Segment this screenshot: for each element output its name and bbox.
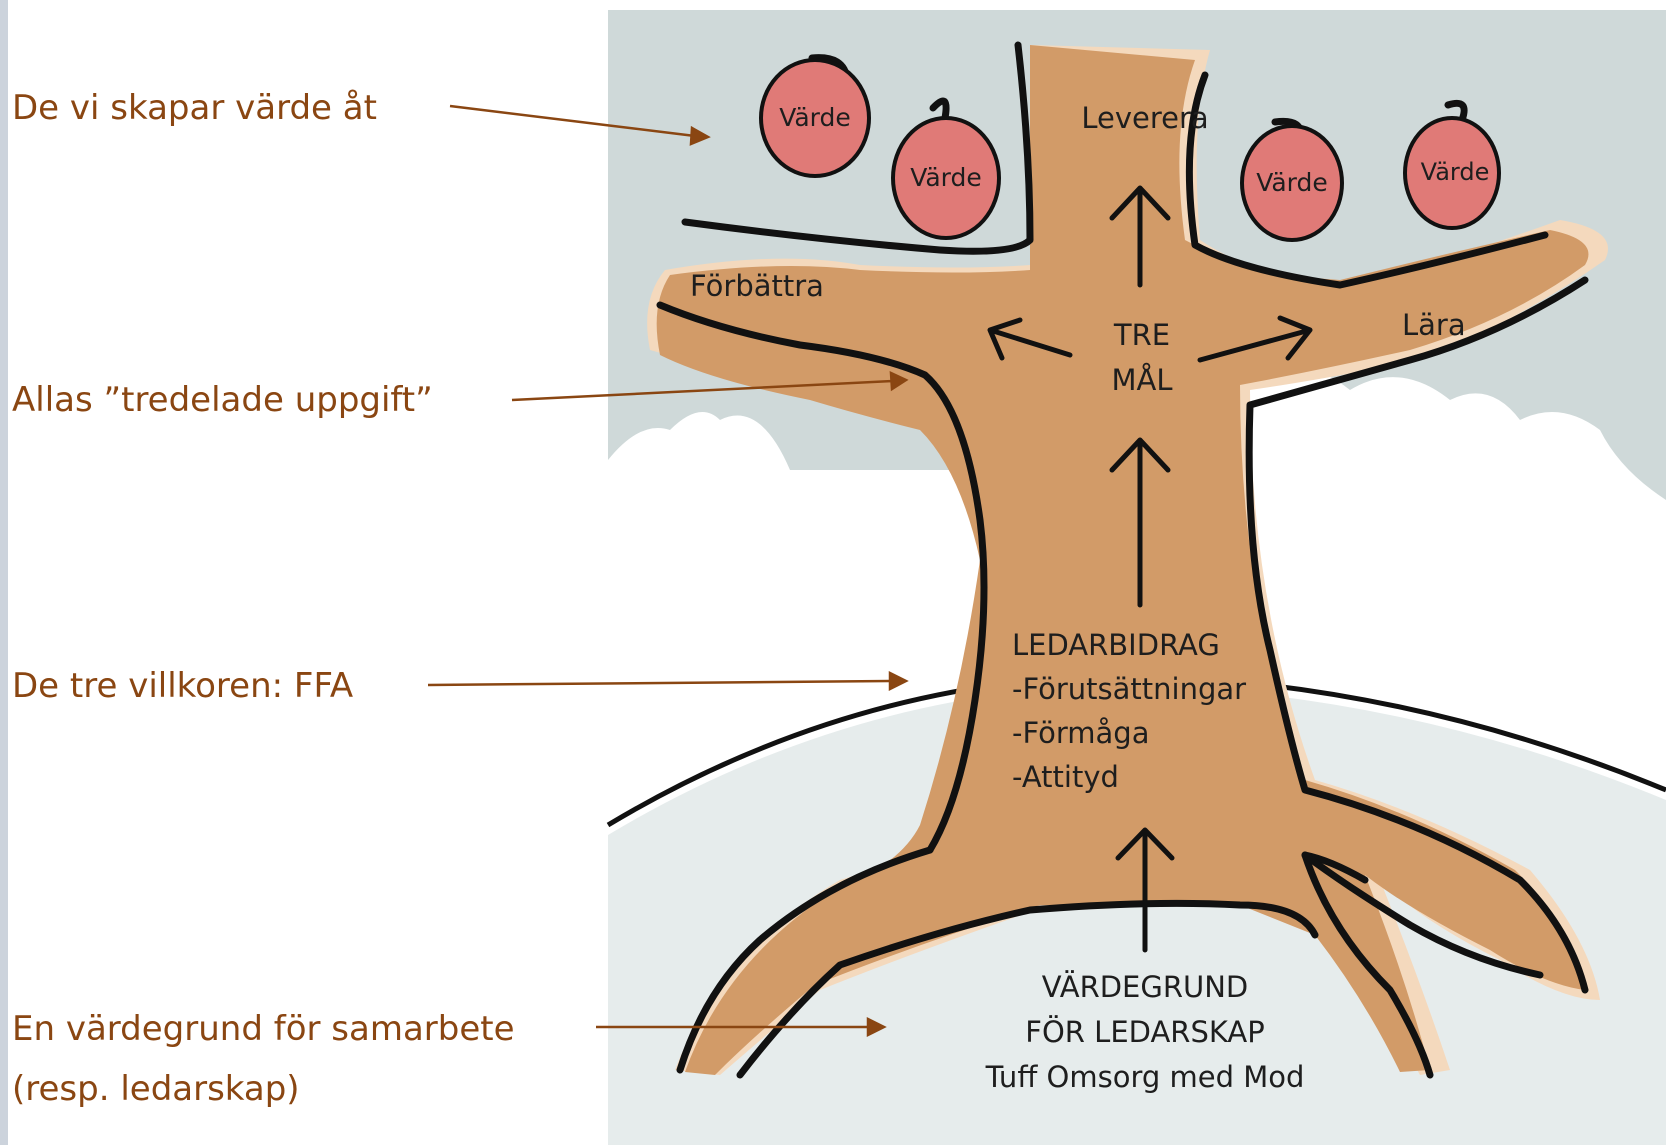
annotation-arrow-conditions xyxy=(428,681,892,685)
annotation-task: Allas ”tredelade uppgift” xyxy=(12,378,433,422)
annotation-arrow-recipients xyxy=(450,106,695,136)
annotation-conditions: De tre villkoren: FFA xyxy=(12,664,353,708)
annotation-recipients: De vi skapar värde åt xyxy=(12,86,377,130)
annotation-foundation-line-1: En värdegrund för samarbete xyxy=(12,1007,515,1051)
annotation-arrow-task xyxy=(512,381,893,400)
annotation-foundation-line-2: (resp. ledarskap) xyxy=(12,1067,300,1111)
